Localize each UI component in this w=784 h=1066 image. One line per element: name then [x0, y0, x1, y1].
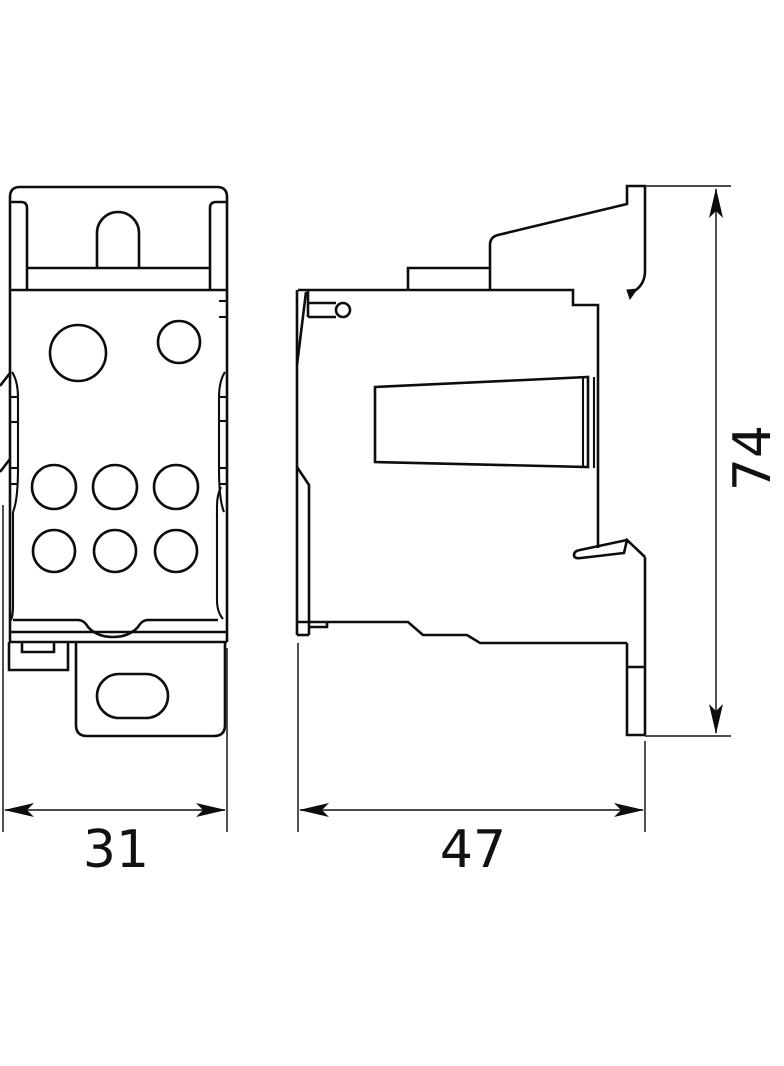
side-left-chamfer — [295, 291, 308, 366]
side-latch-pin — [306, 290, 352, 319]
arrowhead-bottom — [709, 704, 723, 734]
side-view — [295, 184, 647, 737]
dimension-side-depth: 47 — [297, 643, 646, 880]
screw-hole-large — [48, 323, 108, 383]
screw-hole-small — [156, 319, 202, 365]
front-left-wedge-upper — [0, 372, 12, 387]
side-tab — [406, 266, 490, 290]
arrowhead-right — [614, 803, 644, 817]
side-top-edge — [298, 288, 600, 548]
side-left-strip — [295, 466, 311, 635]
arrowhead-top — [709, 188, 723, 218]
front-center-tab — [95, 210, 141, 268]
front-body-bottom-edge — [13, 618, 218, 639]
side-right-foot — [625, 557, 647, 737]
dimension-side-height: 74 — [645, 185, 783, 737]
front-left-wedge-lower — [0, 458, 12, 473]
dimension-front-width: 31 — [2, 505, 228, 880]
arrowhead-left — [4, 803, 34, 817]
side-funnel-profile — [373, 375, 596, 469]
front-slot-stadium — [95, 672, 170, 720]
front-lower-main-block — [74, 642, 227, 738]
front-top-outline — [8, 185, 229, 290]
front-lower-left-block — [7, 642, 70, 672]
front-top-left-rail — [10, 200, 29, 290]
dim-label-front-width: 31 — [83, 820, 149, 880]
front-left-inner-edge — [10, 512, 15, 621]
front-right-clip-strip — [217, 371, 226, 513]
arrowhead-left — [299, 803, 329, 817]
front-top-right-rail — [208, 200, 227, 290]
front-lower-left-notch — [20, 642, 56, 654]
side-bottom-notch — [310, 622, 329, 629]
front-left-clip-strip — [11, 371, 20, 513]
front-right-inner-edge — [215, 486, 224, 620]
side-lower-claw — [572, 537, 646, 560]
side-bottom-outline — [297, 620, 627, 645]
side-mounting-flange — [488, 184, 647, 294]
terminal-hole-grid — [30, 463, 200, 574]
dim-label-side-height: 74 — [723, 425, 783, 491]
front-clip-ticks — [10, 299, 227, 486]
front-view — [0, 185, 229, 738]
side-upper-claw-tip — [626, 288, 639, 301]
dimensions: 31 47 74 — [2, 185, 783, 880]
arrowhead-right — [196, 803, 226, 817]
dim-label-side-depth: 47 — [440, 820, 506, 880]
